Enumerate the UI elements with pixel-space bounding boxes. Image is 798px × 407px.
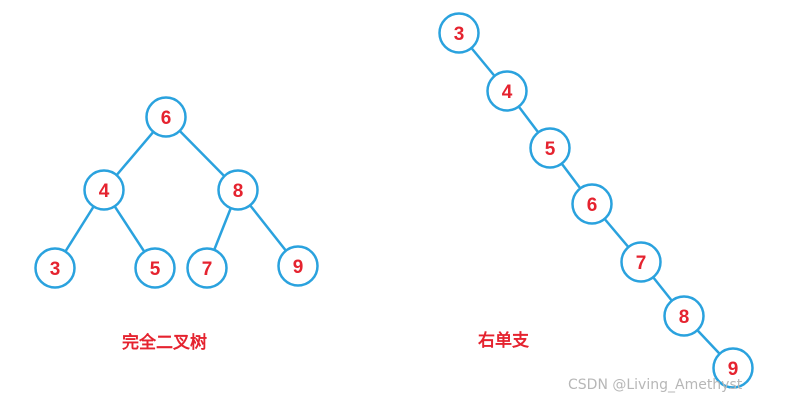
complete-node-label: 3 [50,259,61,280]
complete-node: 4 [83,169,125,211]
right-branch-node-label: 3 [454,24,465,45]
complete-node-circle [83,169,125,211]
complete-node: 6 [145,96,187,138]
complete-node: 8 [217,169,259,211]
complete-node: 7 [186,247,228,289]
right-branch-node: 5 [529,127,571,169]
complete-node-label: 4 [99,181,110,202]
complete-binary-tree-caption: 完全二叉树 [122,333,207,353]
right-branch-node-circle [438,12,480,54]
complete-node-circle [217,169,259,211]
right-branch-node-label: 8 [679,307,690,328]
complete-node-label: 8 [233,181,244,202]
complete-node-circle [134,247,176,289]
right-branch-node: 4 [486,70,528,112]
right-branch-node: 3 [438,12,480,54]
watermark: CSDN @Living_Amethyst [568,377,743,393]
right-branch-node-label: 6 [587,195,598,216]
complete-node: 3 [34,247,76,289]
right-branch-node-label: 7 [636,253,647,274]
right-branch-node-label: 4 [502,82,513,103]
complete-node-label: 5 [150,259,161,280]
right-branch-node: 6 [571,183,613,225]
right-branch-node-circle [663,295,705,337]
right-branch-node: 8 [663,295,705,337]
right-branch-node: 7 [620,241,662,283]
right-branch-node-circle [712,347,754,389]
right-branch-node-label: 5 [545,139,556,160]
edges-layer [53,32,734,369]
complete-node: 5 [134,247,176,289]
complete-node-circle [277,245,319,287]
right-branch-node-circle [620,241,662,283]
complete-node-circle [145,96,187,138]
right-branch-node-circle [529,127,571,169]
right-branch-tree-caption: 右单支 [478,331,529,351]
complete-node-label: 6 [161,108,172,129]
right-branch-node: 9 [712,347,754,389]
right-branch-node-circle [571,183,613,225]
complete-node-circle [34,247,76,289]
complete-node: 9 [277,245,319,287]
nodes-layer: 6 4 8 3 5 7 9 3 4 5 6 7 8 9 [34,12,754,389]
right-branch-node-label: 9 [728,359,739,380]
complete-node-label: 7 [202,259,213,280]
complete-node-label: 9 [293,257,304,278]
complete-node-circle [186,247,228,289]
right-branch-node-circle [486,70,528,112]
